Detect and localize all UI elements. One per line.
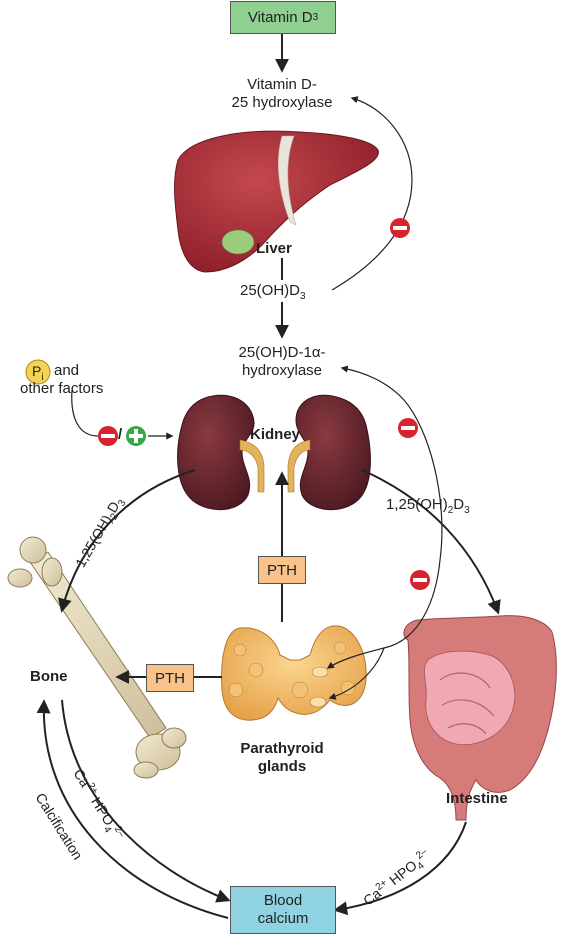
liver-illustration: [174, 130, 379, 273]
pi-symbol: Pi: [32, 362, 44, 383]
arrow-network: [36, 33, 501, 919]
parathyroid-line2: glands: [257, 758, 307, 775]
inhibit-sign-parathyroid: [410, 570, 430, 590]
kidney-left-illustration: [177, 394, 265, 511]
parathyroid-illustration: [221, 625, 367, 721]
kidney-right-illustration: [287, 394, 371, 511]
pth-box-center: PTH: [258, 556, 306, 584]
kidney-enzyme-label: 25(OH)D-1α- hydroxylase: [222, 344, 342, 380]
pth-box-left: PTH: [146, 664, 194, 692]
liver-enzyme-line1: Vitamin D-: [247, 76, 317, 93]
calcium-label: calcium: [257, 910, 309, 927]
pi-symbol-sub: i: [41, 371, 44, 383]
inhibit-sign-liver: [390, 218, 410, 238]
pi-slash: /: [118, 426, 123, 443]
pi-other-factors-label: other factors: [20, 380, 104, 397]
inhibit-sign-pi: [98, 426, 118, 446]
parathyroid-line1: Parathyroid: [240, 740, 324, 757]
calcitriol-right-label: 1,25(OH)2D3: [386, 496, 470, 516]
liver-enzyme-label: Vitamin D- 25 hydroxylase: [222, 76, 342, 112]
pth-label-center: PTH: [267, 561, 297, 579]
stimulate-sign-pi: [126, 426, 146, 446]
metabolite-25-text: 25(OH)D: [240, 282, 301, 299]
metabolite-25-sub: 3: [300, 291, 306, 302]
calcitriol-right-sub: 2: [447, 505, 454, 516]
kidney-label: Kidney: [250, 426, 301, 443]
kidney-enzyme-line1: 25(OH)D-1α-: [238, 344, 326, 361]
intestine-illustration: [403, 615, 557, 821]
calcitriol-right-prefix: 1,25(OH): [386, 496, 448, 513]
pi-and-label: and: [54, 362, 80, 379]
liver-label: Liver: [256, 240, 292, 257]
parathyroid-label: Parathyroid glands: [222, 740, 342, 776]
blood-calcium-box: Blood calcium: [230, 886, 336, 934]
calcitriol-right-sub2: 3: [464, 505, 470, 516]
bone-illustration: [7, 536, 187, 779]
vitamin-d3-text: Vitamin D: [247, 9, 313, 26]
inhibit-sign-kidney-enzyme: [398, 418, 418, 438]
pth-label-left: PTH: [155, 669, 185, 687]
blood-label: Blood: [263, 892, 303, 909]
bone-label: Bone: [30, 668, 68, 685]
liver-enzyme-line2: 25 hydroxylase: [231, 94, 333, 111]
calcitriol-right-suffix: D: [453, 496, 465, 513]
metabolite-25-label: 25(OH)D3: [240, 282, 306, 302]
intestine-label: Intestine: [446, 790, 508, 807]
pi-symbol-letter: P: [32, 363, 42, 379]
pi-circle: [25, 359, 51, 385]
kidney-enzyme-line2: hydroxylase: [241, 362, 323, 379]
